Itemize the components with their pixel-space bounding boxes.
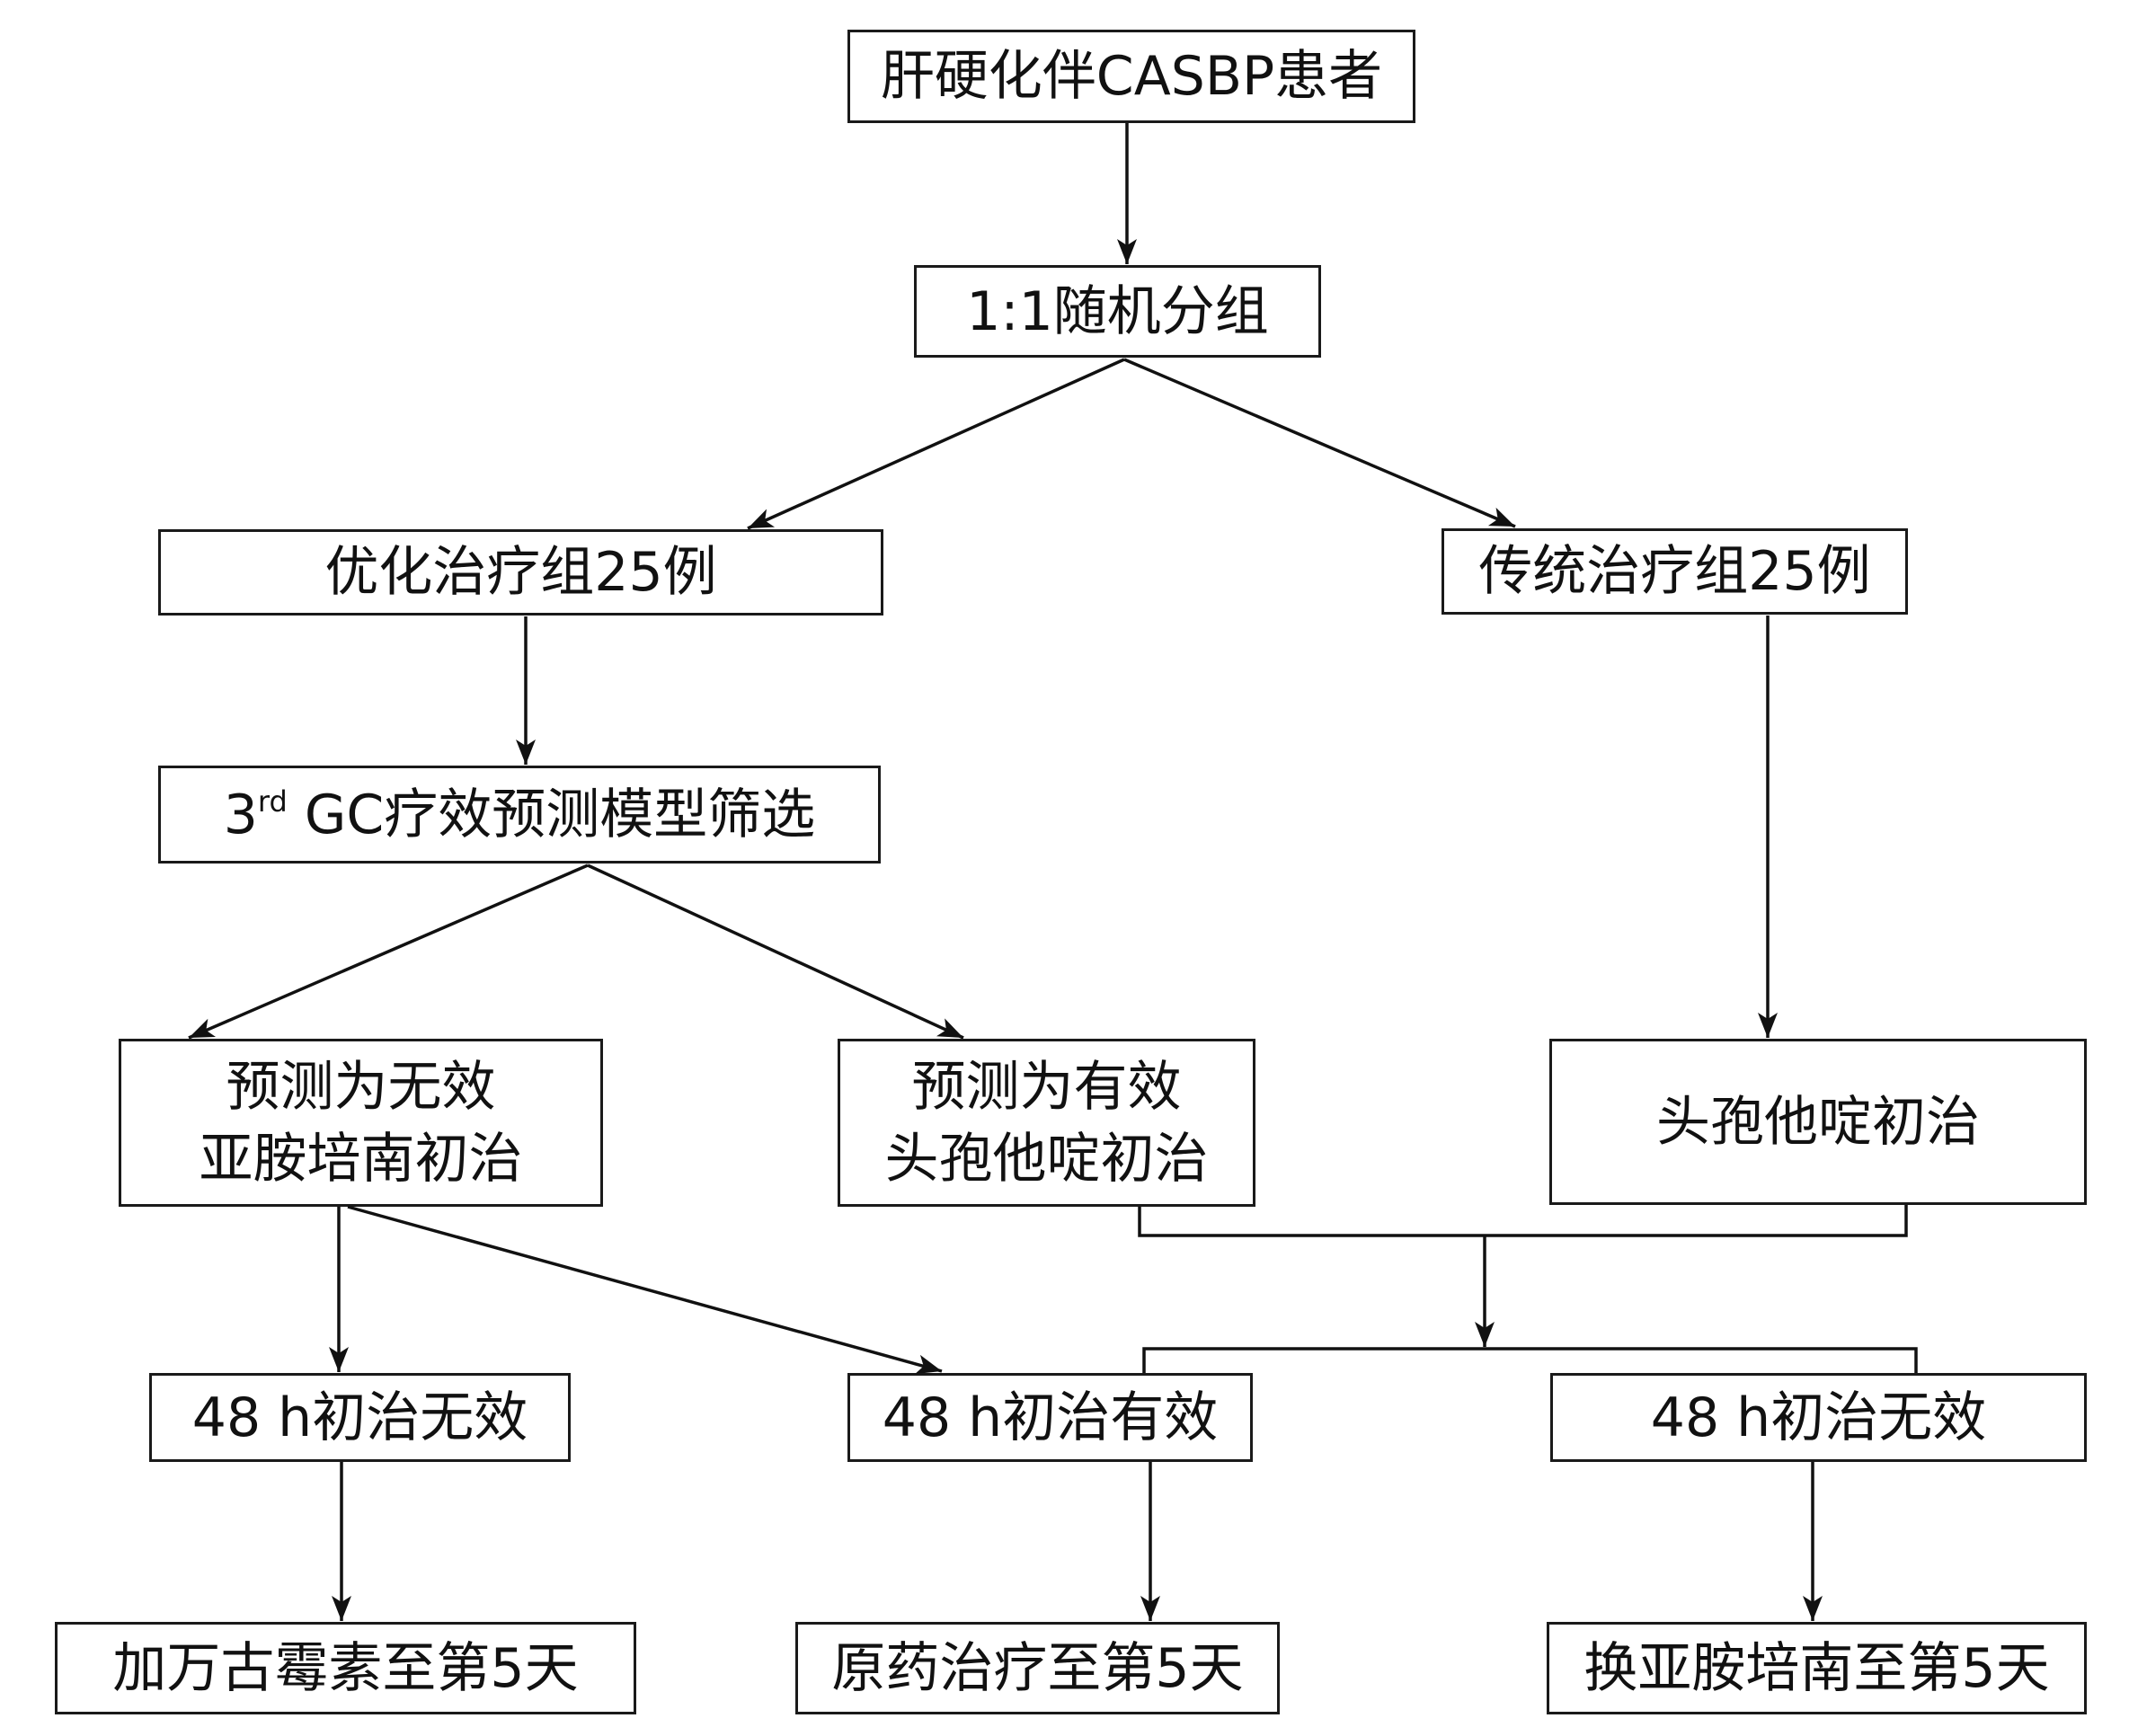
node-patients: 肝硬化伴CASBP患者 [847,30,1415,123]
node-randomization: 1:1随机分组 [914,265,1321,358]
connector-effective-and-traditional-merge [1138,1205,1908,1237]
node-continue-original-label: 原药治疗至第5天 [831,1636,1244,1700]
node-predicted-effective-line2: 头孢他啶初治 [884,1127,1209,1191]
node-screening: 3rd GC疗效预测模型筛选 [158,766,881,864]
node-patients-label: 肝硬化伴CASBP患者 [880,45,1383,108]
node-switch-imipenem: 换亚胺培南至第5天 [1547,1622,2087,1714]
node-optimized-group: 优化治疗组25例 [158,529,883,616]
node-screening-rest: GC疗效预测模型筛选 [287,783,816,846]
node-switch-imipenem-label: 换亚胺培南至第5天 [1583,1636,2050,1700]
node-predicted-ineffective-line2: 亚胺培南初治 [199,1127,523,1191]
node-screening-base: 3 [223,783,258,846]
node-optimized-group-label: 优化治疗组25例 [324,541,717,604]
bracket-to-48h-boxes [1142,1347,1918,1373]
node-screening-superscript: rd [257,784,288,819]
node-mid-48h-effective: 48 h初治有效 [847,1373,1253,1462]
node-right-48h-ineffective-label: 48 h初治无效 [1650,1386,1987,1449]
node-screening-label: 3rd GC疗效预测模型筛选 [224,779,816,851]
node-continue-original: 原药治疗至第5天 [795,1622,1280,1714]
node-add-vancomycin-label: 加万古霉素至第5天 [112,1636,579,1700]
node-left-48h-ineffective: 48 h初治无效 [149,1373,571,1462]
arrow-randomization-to-optimized [747,358,1125,530]
node-right-48h-ineffective: 48 h初治无效 [1550,1373,2087,1462]
node-predicted-ineffective: 预测为无效 亚胺培南初治 [119,1039,603,1207]
node-predicted-effective: 预测为有效 头孢他啶初治 [838,1039,1255,1207]
arrow-predicted-ineffective-to-mid-48h [347,1205,943,1375]
node-left-48h-ineffective-label: 48 h初治无效 [191,1386,528,1449]
node-traditional-group: 传统治疗组25例 [1442,528,1908,615]
arrow-screening-to-predicted-ineffective [188,864,589,1040]
arrow-screening-to-predicted-effective [587,864,964,1040]
node-traditional-group-label: 传统治疗组25例 [1478,540,1871,603]
node-add-vancomycin: 加万古霉素至第5天 [55,1622,636,1714]
node-randomization-label: 1:1随机分组 [966,279,1269,343]
node-predicted-effective-line1: 预测为有效 [911,1055,1182,1119]
node-mid-48h-effective-label: 48 h初治有效 [882,1386,1219,1449]
node-traditional-initial-label: 头孢他啶初治 [1656,1090,1980,1154]
arrow-randomization-to-traditional [1123,358,1516,528]
node-predicted-ineffective-line1: 预测为无效 [226,1055,496,1119]
node-traditional-initial: 头孢他啶初治 [1549,1039,2087,1205]
